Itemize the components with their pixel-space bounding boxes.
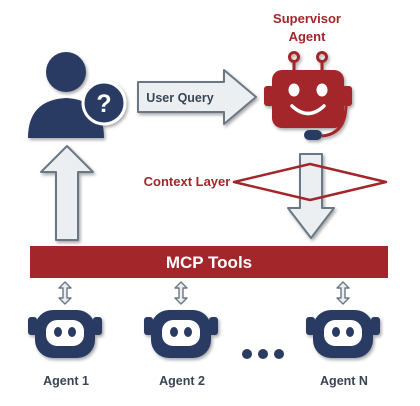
agent2-robot-icon bbox=[144, 310, 218, 358]
agentn-robot-icon bbox=[306, 310, 380, 358]
agentn-link-arrow bbox=[336, 281, 350, 305]
agent1-robot-icon bbox=[28, 310, 102, 358]
context-layer-label: Context Layer bbox=[144, 174, 231, 189]
agent1-label: Agent 1 bbox=[43, 374, 89, 388]
user-up-arrow bbox=[40, 145, 94, 241]
supervisor-title-line1: Supervisor bbox=[273, 11, 341, 26]
supervisor-down-arrow bbox=[287, 153, 335, 239]
more-agents-ellipsis bbox=[242, 349, 284, 359]
agent1-link-arrow bbox=[58, 281, 72, 305]
mcp-tools-bar bbox=[30, 246, 388, 278]
user-query-arrow bbox=[137, 69, 257, 125]
user-query-label: User Query bbox=[146, 91, 213, 105]
context-layer-plane bbox=[232, 162, 388, 202]
user-question-icon: ? bbox=[28, 52, 127, 138]
supervisor-title-line2: Agent bbox=[289, 29, 327, 44]
supervisor-robot-icon bbox=[264, 51, 352, 140]
agent2-label: Agent 2 bbox=[159, 374, 205, 388]
mcp-tools-label: MCP Tools bbox=[166, 253, 252, 272]
agent2-link-arrow bbox=[174, 281, 188, 305]
agentn-label: Agent N bbox=[320, 374, 368, 388]
svg-text:?: ? bbox=[96, 90, 111, 118]
